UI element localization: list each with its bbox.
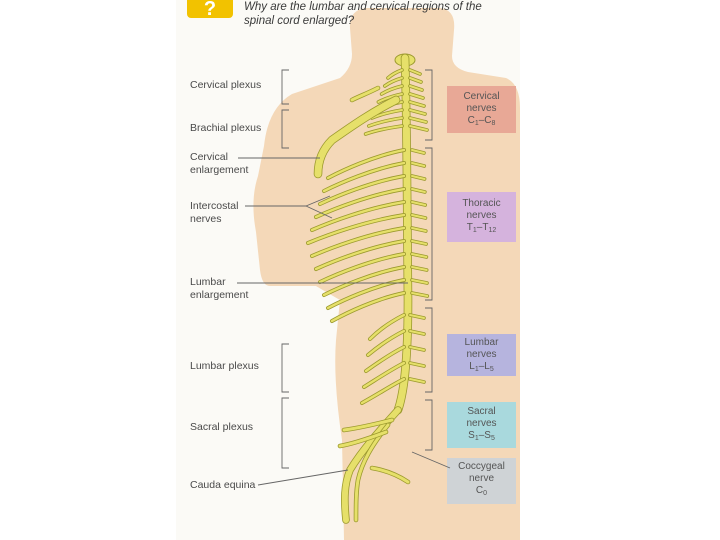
label-intercostal-nerves: Intercostal nerves xyxy=(190,200,238,226)
sacral-nerves-label: Sacral nerves S1–S5 xyxy=(447,406,516,445)
label-brachial-plexus: Brachial plexus xyxy=(190,122,261,135)
question-text: Why are the lumbar and cervical regions … xyxy=(244,0,514,28)
question-badge: ? xyxy=(187,0,233,18)
label-sacral-plexus: Sacral plexus xyxy=(190,421,253,434)
cervical-nerves-label: Cervical nerves C1–C8 xyxy=(447,91,516,130)
coccygeal-nerve-label: Coccygeal nerve C0 xyxy=(447,461,516,500)
label-lumbar-plexus: Lumbar plexus xyxy=(190,360,259,373)
label-cauda-equina: Cauda equina xyxy=(190,479,255,492)
label-cervical-plexus: Cervical plexus xyxy=(190,79,261,92)
lumbar-plexus-bracket xyxy=(282,344,289,392)
cauda-equina-leader xyxy=(258,470,348,485)
lumbar-nerves-label: Lumbar nerves L1–L5 xyxy=(447,337,516,376)
label-cervical-enlargement: Cervical enlargement xyxy=(190,151,248,177)
thoracic-nerves-label: Thoracic nerves T1–T12 xyxy=(447,198,516,237)
label-lumbar-enlargement: Lumbar enlargement xyxy=(190,276,248,302)
sacral-plexus-bracket xyxy=(282,398,289,468)
